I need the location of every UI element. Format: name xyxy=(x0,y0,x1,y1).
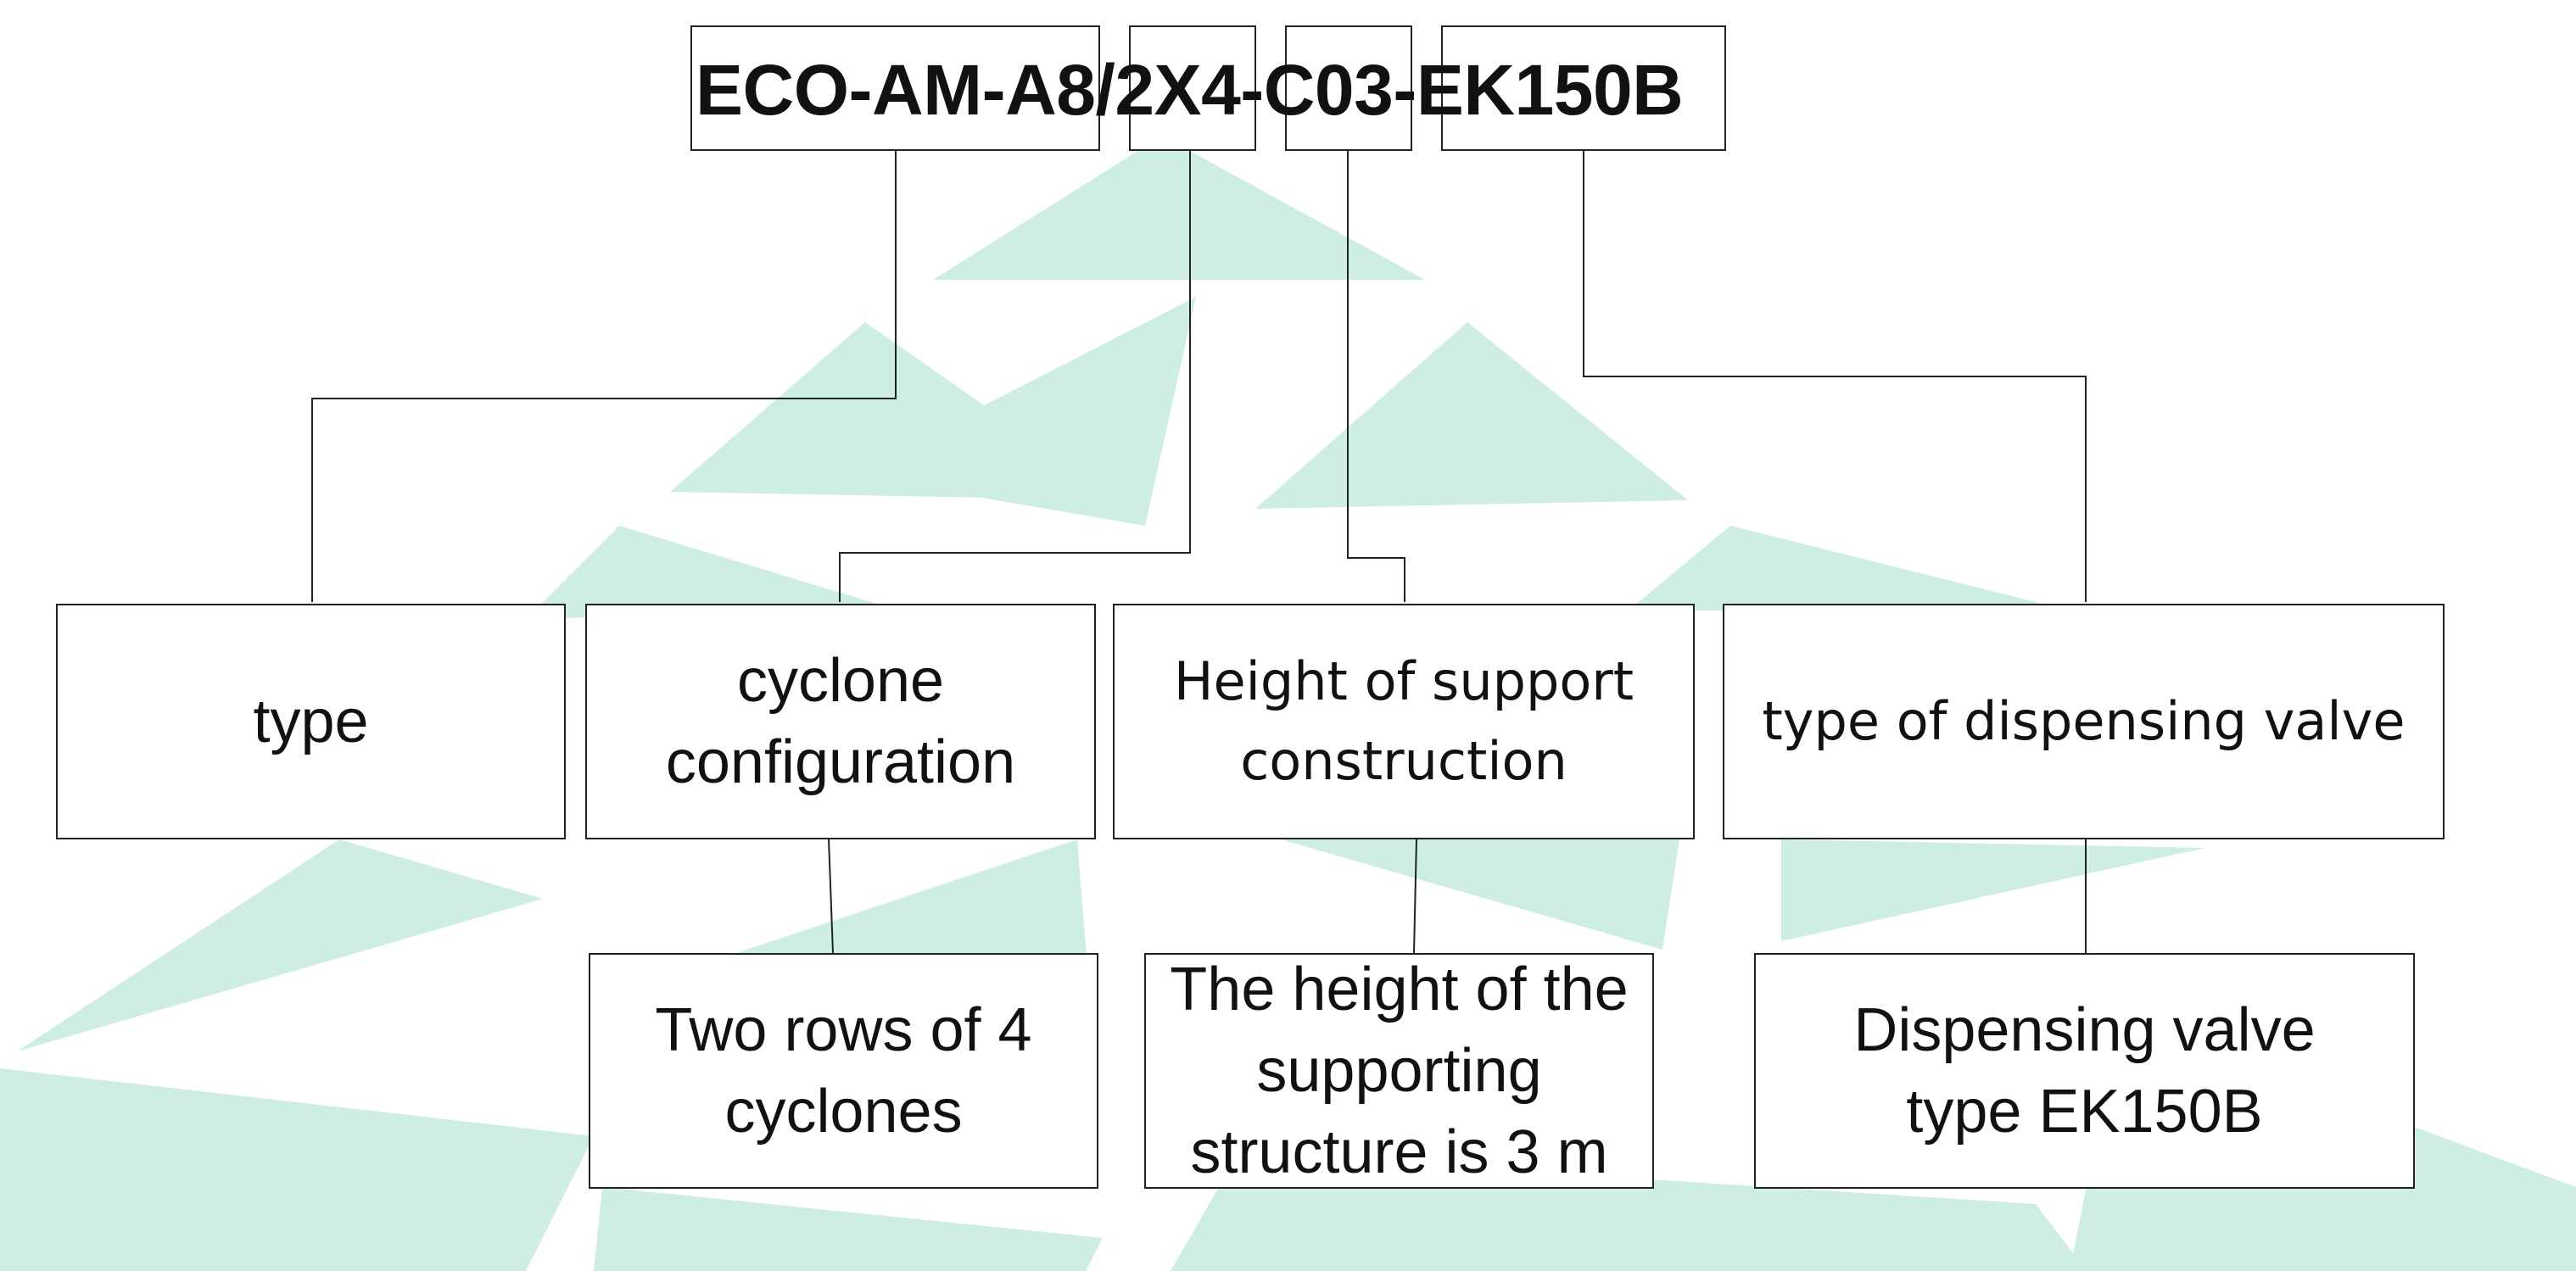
watermark-shape xyxy=(933,136,1425,280)
connector-type xyxy=(311,149,897,602)
watermark-shape xyxy=(1781,839,2205,941)
category-cyclone-configuration: cyclone configuration xyxy=(585,604,1096,839)
segment-box-type xyxy=(690,25,1100,151)
segment-box-valve xyxy=(1441,25,1726,151)
watermark-shape xyxy=(594,1187,1103,1271)
model-code: ECO-AM-A8/2X4-C03-EK150B xyxy=(696,50,1684,130)
connector-config-detail xyxy=(828,838,834,954)
watermark-shape xyxy=(1255,322,1688,509)
connector-config xyxy=(839,149,1191,602)
detail-cyclone-configuration: Two rows of 4 cyclones xyxy=(589,953,1098,1189)
detail-valve-type: Dispensing valve type EK150B xyxy=(1754,953,2415,1189)
detail-support-height: The height of the supporting structure i… xyxy=(1144,953,1654,1189)
category-type: type xyxy=(56,604,566,839)
watermark-shape xyxy=(1281,839,1679,950)
category-support-height: Height of support construction xyxy=(1113,604,1695,839)
watermark-shape xyxy=(670,322,1120,500)
watermark-shape xyxy=(17,839,543,1051)
connector-height-detail xyxy=(1413,838,1417,954)
connector-height xyxy=(1347,149,1405,602)
segment-box-configuration xyxy=(1129,25,1256,151)
connector-valve xyxy=(1583,149,2087,602)
segment-box-height xyxy=(1285,25,1412,151)
category-valve-type: type of dispensing valve xyxy=(1723,604,2445,839)
watermark-shape xyxy=(1629,526,2070,610)
watermark-shape xyxy=(0,1068,594,1271)
watermark-shape xyxy=(526,526,899,619)
